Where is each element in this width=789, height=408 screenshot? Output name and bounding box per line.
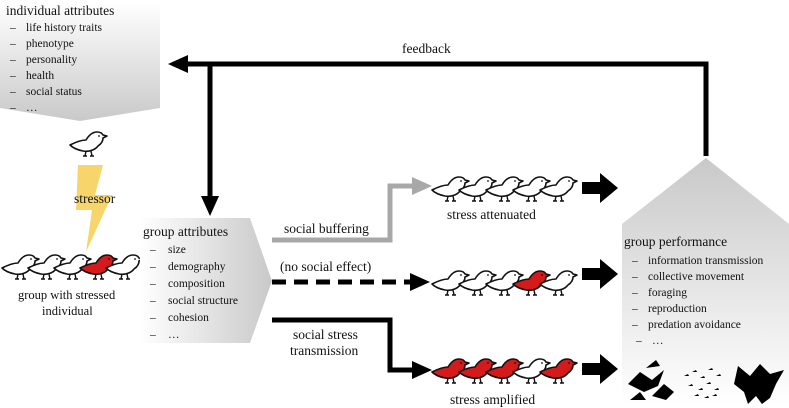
group-item: social structure (168, 295, 238, 307)
individual-attributes-box (0, 2, 160, 121)
performance-item: predation avoidance (648, 319, 741, 331)
outcome-arrow (582, 354, 618, 384)
individual-item: life history traits (26, 22, 103, 34)
no-effect-flock (431, 270, 578, 296)
group-item: size (168, 244, 186, 256)
group-performance-panel: group performance – information transmis… (622, 158, 789, 404)
stressed-group-label-line1: group with stressed (18, 288, 116, 302)
performance-bullet: – (631, 287, 638, 299)
individual-attributes-panel: individual attributes – life history tra… (0, 2, 160, 121)
individual-bullet: – (9, 22, 16, 34)
feedback-arrow (168, 55, 709, 216)
outcome-arrow (582, 173, 618, 203)
performance-item: information transmission (648, 255, 764, 267)
individual-bullet: – (9, 70, 16, 82)
individual-bullet: – (9, 102, 16, 114)
performance-item: foraging (648, 287, 687, 299)
eagle-predator-icon (734, 364, 784, 404)
group-item: cohesion (168, 312, 209, 324)
performance-item: collective movement (648, 271, 745, 283)
group-bullet: – (149, 244, 156, 256)
feedback-label: feedback (402, 41, 451, 56)
stress-amplified-label: stress amplified (450, 392, 535, 407)
individual-item: social status (26, 86, 82, 98)
performance-bullet: – (631, 303, 638, 315)
transmission-label-line1: social stress (293, 327, 358, 342)
performance-item: reproduction (648, 303, 707, 315)
stressed-group-label-line2: individual (42, 304, 93, 318)
individual-attributes-title: individual attributes (6, 3, 114, 18)
group-item: demography (168, 261, 226, 273)
amplified-flock (431, 358, 578, 384)
individual-bullet: – (9, 86, 16, 98)
social-stress-transmission-arrow (272, 317, 432, 379)
performance-bullet: – (635, 335, 642, 347)
stressed-individual-bird (69, 131, 108, 157)
no-social-effect-label: (no social effect) (280, 259, 371, 274)
stressed-group-birds (1, 254, 144, 280)
social-buffering-label: social buffering (284, 221, 369, 236)
stressor-bolt-icon (76, 165, 112, 252)
social-buffering-arrow (272, 177, 432, 243)
group-bullet: – (149, 295, 156, 307)
group-attributes-box (140, 218, 272, 343)
stressor-label: stressor (74, 191, 116, 206)
group-attributes-panel: group attributes – size – demography – c… (140, 218, 272, 343)
performance-bullet: – (631, 255, 638, 267)
group-bullet: – (149, 329, 156, 341)
performance-item: … (652, 335, 664, 347)
group-bullet: – (149, 278, 156, 290)
no-social-effect-arrow (272, 273, 430, 291)
group-bullet: – (149, 312, 156, 324)
outcome-arrow (582, 259, 618, 289)
group-performance-title: group performance (624, 234, 727, 249)
feeding-birds-icon (628, 360, 674, 400)
outcome-arrows (582, 173, 618, 384)
performance-bullet: – (631, 271, 638, 283)
flock-movement-icon (684, 368, 721, 398)
individual-item: personality (26, 54, 77, 66)
individual-item: … (26, 102, 38, 114)
individual-bullet: – (9, 38, 16, 50)
performance-bullet: – (631, 319, 638, 331)
group-performance-box (622, 158, 789, 404)
group-item: … (168, 329, 180, 341)
group-attributes-title: group attributes (143, 224, 228, 239)
individual-item: phenotype (26, 38, 74, 50)
individual-bullet: – (9, 54, 16, 66)
transmission-label-line2: transmission (290, 343, 359, 358)
group-item: composition (168, 278, 225, 290)
attenuated-flock (431, 176, 578, 202)
individual-item: health (26, 70, 54, 82)
individual-attributes-list: – life history traits – phenotype – pers… (9, 22, 103, 114)
stress-attenuated-label: stress attenuated (447, 207, 536, 222)
group-bullet: – (149, 261, 156, 273)
